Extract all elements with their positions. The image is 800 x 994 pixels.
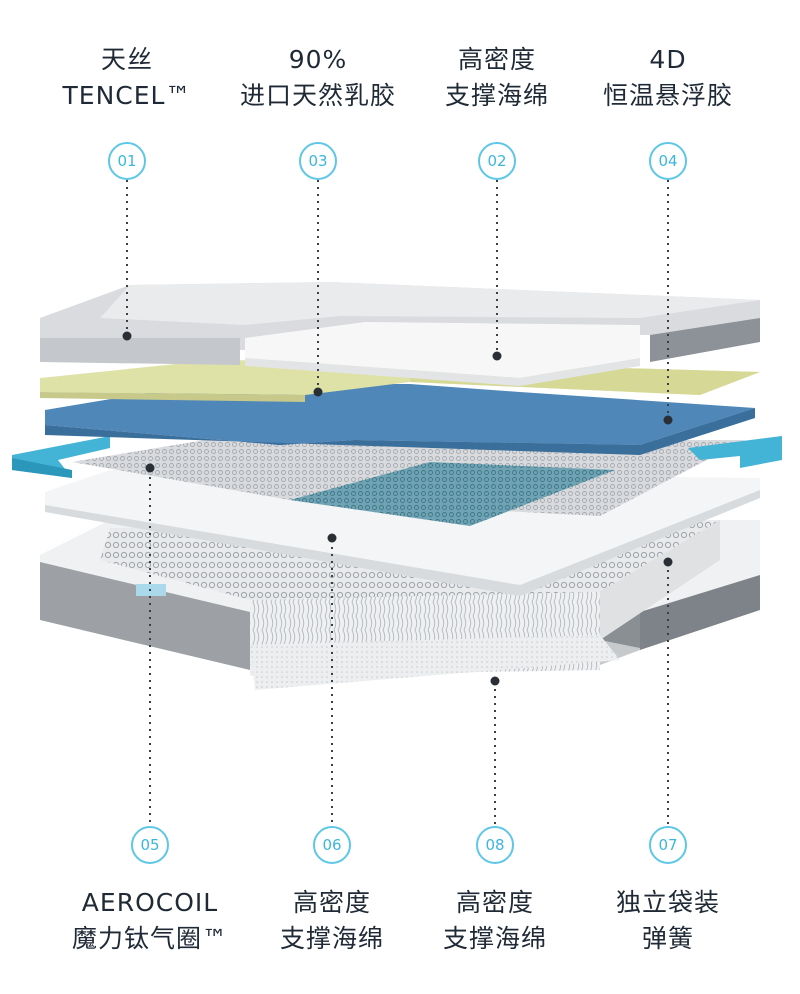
callout-subtitle: 恒温悬浮胶 bbox=[602, 81, 733, 110]
callout-title: 独立袋装 bbox=[615, 888, 720, 917]
tencel-layer bbox=[40, 282, 760, 386]
callout-subtitle: TENCEL™ bbox=[62, 81, 192, 110]
callout-title: 高密度 bbox=[457, 45, 536, 74]
callout-number-05: 05 bbox=[131, 826, 169, 864]
callout-number-06: 06 bbox=[313, 826, 351, 864]
callout-title: 高密度 bbox=[292, 888, 371, 917]
callout-label-foam-08: 高密度 支撑海绵 bbox=[395, 885, 595, 957]
callout-subtitle: 支撑海绵 bbox=[442, 924, 547, 953]
callout-label-latex: 90% 进口天然乳胶 bbox=[218, 42, 418, 114]
callout-subtitle: 支撑海绵 bbox=[444, 81, 549, 110]
callout-subtitle: 魔力钛气圈™ bbox=[71, 924, 228, 953]
callout-title: AEROCOIL bbox=[81, 888, 219, 917]
callout-label-support-foam: 高密度 支撑海绵 bbox=[397, 42, 597, 114]
callout-title: 高密度 bbox=[455, 888, 534, 917]
callout-number-03: 03 bbox=[299, 142, 337, 180]
callout-number-07: 07 bbox=[649, 826, 687, 864]
aerocoil-layer bbox=[72, 440, 745, 526]
callout-title: 天丝 bbox=[100, 45, 153, 74]
callout-number-01: 01 bbox=[108, 142, 146, 180]
leader-dots bbox=[122, 331, 673, 686]
callout-number-08: 08 bbox=[476, 826, 514, 864]
gel-frame bbox=[12, 436, 782, 478]
callout-title: 4D bbox=[649, 45, 687, 74]
callout-subtitle: 支撑海绵 bbox=[279, 924, 384, 953]
callout-label-pocket-springs: 独立袋装 弹簧 bbox=[568, 885, 768, 957]
callout-label-aerocoil: AEROCOIL 魔力钛气圈™ bbox=[50, 885, 250, 957]
callout-title: 90% bbox=[288, 45, 348, 74]
callout-subtitle: 进口天然乳胶 bbox=[239, 81, 396, 110]
callout-label-gel: 4D 恒温悬浮胶 bbox=[568, 42, 768, 114]
callout-label-tencel: 天丝 TENCEL™ bbox=[27, 42, 227, 114]
callout-number-02: 02 bbox=[478, 142, 516, 180]
leader-lines bbox=[126, 180, 669, 826]
callout-label-foam-06: 高密度 支撑海绵 bbox=[232, 885, 432, 957]
callout-number-04: 04 bbox=[649, 142, 687, 180]
callout-subtitle: 弹簧 bbox=[641, 924, 694, 953]
